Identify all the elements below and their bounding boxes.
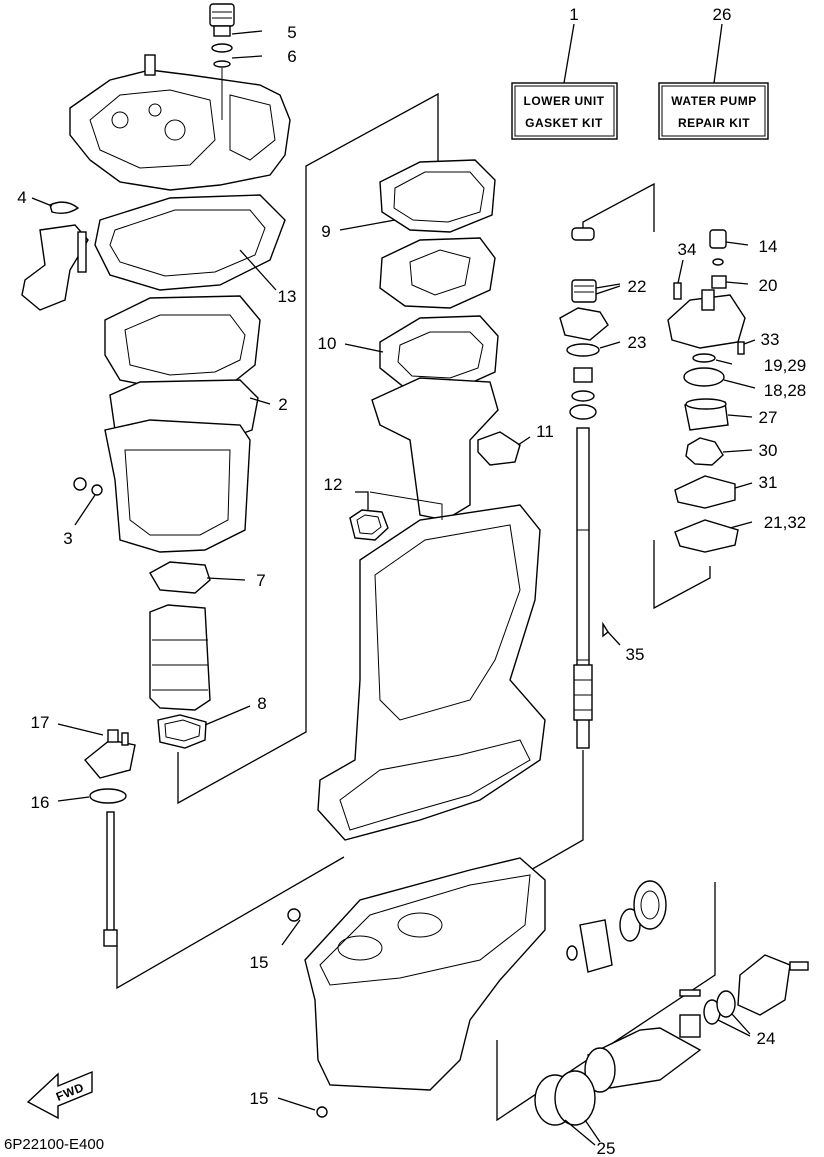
part-33-pin [737,341,745,355]
callout-10: 10 [318,334,337,353]
lower-unit-kit-line1: LOWER UNIT [524,94,605,108]
part-9-gasket [379,159,496,233]
callout-7: 7 [256,571,265,590]
part-6-washer [213,60,231,68]
lower-unit-kit-line2: GASKET KIT [525,116,603,130]
lower-unit-gasket-kit-box: LOWER UNIT GASKET KIT 1 [511,5,618,140]
oil-seal-housing [559,307,609,341]
callout-8: 8 [257,694,266,713]
bearing [573,367,593,383]
shift-rod [106,811,115,933]
part-7-gasket [149,561,211,594]
part-3-bolt [73,477,87,491]
muffler [149,604,211,711]
part-24-seal-b [716,990,736,1018]
callout-3: 3 [63,529,72,548]
callout-34: 34 [678,240,697,259]
callout-15-lower: 15 [250,1089,269,1108]
prop-shaft-housing [586,1027,702,1089]
frame-line-pump [653,540,711,610]
callout-27: 27 [759,408,778,427]
part-25-o-ring-b [554,1070,596,1126]
callout-4: 4 [17,188,26,207]
callout-25: 25 [597,1139,616,1157]
part-6-o-ring [211,43,233,53]
callout-15-upper: 15 [250,953,269,972]
callout-20: 20 [759,276,778,295]
callout-13: 13 [278,287,297,306]
part-19-o-ring [692,353,716,363]
callout-23: 23 [628,333,647,352]
diagram-code: 6P22100-E400 [4,1136,104,1153]
callout-24: 24 [757,1029,776,1048]
exhaust-manifold [371,377,499,521]
water-pump-repair-kit-box: WATER PUMP REPAIR KIT 26 [658,5,769,140]
callout-14: 14 [759,237,778,256]
part-31-plate [674,475,736,509]
callout-11: 11 [536,422,554,441]
callout-1: 1 [569,5,578,24]
part-21-gasket [674,519,739,553]
forward-gear-bearing [633,880,667,930]
callout-22: 22 [628,277,647,296]
part-34-bolt [673,282,682,300]
callout-12: 12 [324,475,343,494]
callout-30: 30 [759,441,778,460]
part-22-seals [571,279,597,303]
part-18-o-ring [683,367,725,387]
part-13-gasket [94,194,286,291]
exhaust-guide [104,295,261,393]
lower-case [304,857,546,1091]
part-11-damper [477,431,521,466]
fwd-arrow: FWD [26,1070,93,1120]
callout-33: 33 [761,330,780,349]
frame-line-upper [177,92,439,805]
bushing [571,227,595,241]
part-17-bracket [84,739,136,779]
part-16-o-ring [89,788,127,804]
upper-casing [317,504,546,841]
pump-housing [667,294,746,349]
callout-16: 16 [31,793,50,812]
callout-31: 31 [759,473,778,492]
callout-9: 9 [321,222,330,241]
callout-18-28: 18,28 [764,381,807,400]
water-pump-kit-line2: REPAIR KIT [678,116,750,130]
callout-19-29: 19,29 [764,356,807,375]
part-20-tube [711,275,727,289]
part-35-pin [602,621,609,638]
part-5-plug [209,3,235,37]
callout-5: 5 [287,23,296,42]
callout-21-32: 21,32 [764,513,807,532]
callout-17: 17 [31,713,50,732]
callout-35: 35 [626,645,645,664]
anode [737,954,791,1016]
part-23-gasket [566,343,600,357]
part-4-clip [49,201,80,215]
part-12-seal [349,509,389,541]
callout-2: 2 [278,395,287,414]
pinion-gear [579,919,613,973]
part-14-insert [709,229,727,249]
part-30-impeller [685,437,724,466]
upper-cover [69,54,291,191]
callout-6: 6 [287,47,296,66]
upper-case [104,419,251,553]
adapter-plate [379,237,496,309]
callout-26: 26 [713,5,732,24]
water-pump-kit-line1: WATER PUMP [671,94,756,108]
